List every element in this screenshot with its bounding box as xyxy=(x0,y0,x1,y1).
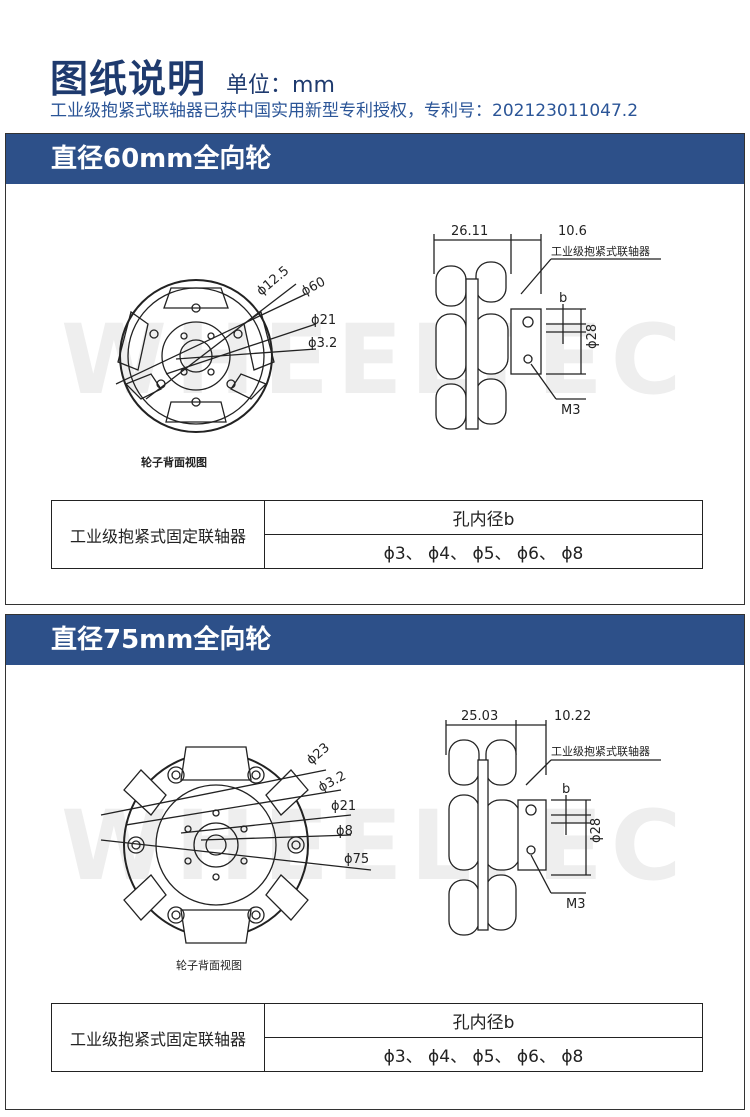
section-60mm: 直径60mm全向轮 WHEELTEC xyxy=(5,133,745,605)
dim-label: ϕ75 xyxy=(344,852,369,867)
section-title: 直径60mm全向轮 xyxy=(6,134,744,184)
screw-label: M3 xyxy=(566,897,586,912)
dim-label: ϕ8 xyxy=(336,824,353,839)
bore-label: b xyxy=(559,291,567,306)
dim-label: ϕ3.2 xyxy=(308,336,337,351)
page-header: 图纸说明 单位：mm xyxy=(50,48,740,103)
screw-label: M3 xyxy=(561,403,581,418)
table-col-header: 孔内径b xyxy=(264,500,703,535)
page-title: 图纸说明 xyxy=(50,57,207,101)
dim-label: ϕ28 xyxy=(585,324,600,349)
table-row-label: 工业级抱紧式固定联轴器 xyxy=(51,1003,265,1072)
coupler-label: 工业级抱紧式联轴器 xyxy=(551,244,650,258)
dim-label: 10.22 xyxy=(554,709,591,724)
section-75mm: 直径75mm全向轮 WHEELTEC xyxy=(5,614,745,1110)
dim-label: ϕ28 xyxy=(589,818,604,843)
table-values: ϕ3、 ϕ4、 ϕ5、 ϕ6、 ϕ8 xyxy=(264,534,703,569)
dim-label: ϕ12.5 xyxy=(254,263,292,299)
bore-label: b xyxy=(562,782,570,797)
coupler-label: 工业级抱紧式联轴器 xyxy=(551,744,650,758)
figure-caption: 轮子背面视图 xyxy=(141,456,207,469)
patent-note: 工业级抱紧式联轴器已获中国实用新型专利授权，专利号：202123011047.2 xyxy=(50,101,639,121)
spec-table: 工业级抱紧式固定联轴器 孔内径b ϕ3、 ϕ4、 ϕ5、 ϕ6、 ϕ8 xyxy=(51,1003,703,1072)
technical-drawing-75: ϕ23 ϕ3.2 ϕ21 ϕ8 ϕ75 xyxy=(100,709,661,944)
dim-label: 10.6 xyxy=(558,224,587,239)
table-row-label: 工业级抱紧式固定联轴器 xyxy=(51,500,265,569)
unit-label: 单位：mm xyxy=(226,73,335,98)
dim-label: ϕ21 xyxy=(331,799,356,814)
dim-label: ϕ21 xyxy=(311,313,336,328)
dim-label: ϕ60 xyxy=(299,274,328,299)
dim-label: 26.11 xyxy=(451,224,488,239)
table-col-header: 孔内径b xyxy=(264,1003,703,1038)
technical-drawing-60: ϕ12.5 ϕ60 ϕ21 ϕ3.2 xyxy=(115,224,661,433)
spec-table: 工业级抱紧式固定联轴器 孔内径b ϕ3、 ϕ4、 ϕ5、 ϕ6、 ϕ8 xyxy=(51,500,703,569)
section-title: 直径75mm全向轮 xyxy=(6,615,744,665)
dim-label: 25.03 xyxy=(461,709,498,724)
dim-label: ϕ23 xyxy=(304,740,333,768)
table-values: ϕ3、 ϕ4、 ϕ5、 ϕ6、 ϕ8 xyxy=(264,1037,703,1072)
figure-caption: 轮子背面视图 xyxy=(176,959,242,972)
